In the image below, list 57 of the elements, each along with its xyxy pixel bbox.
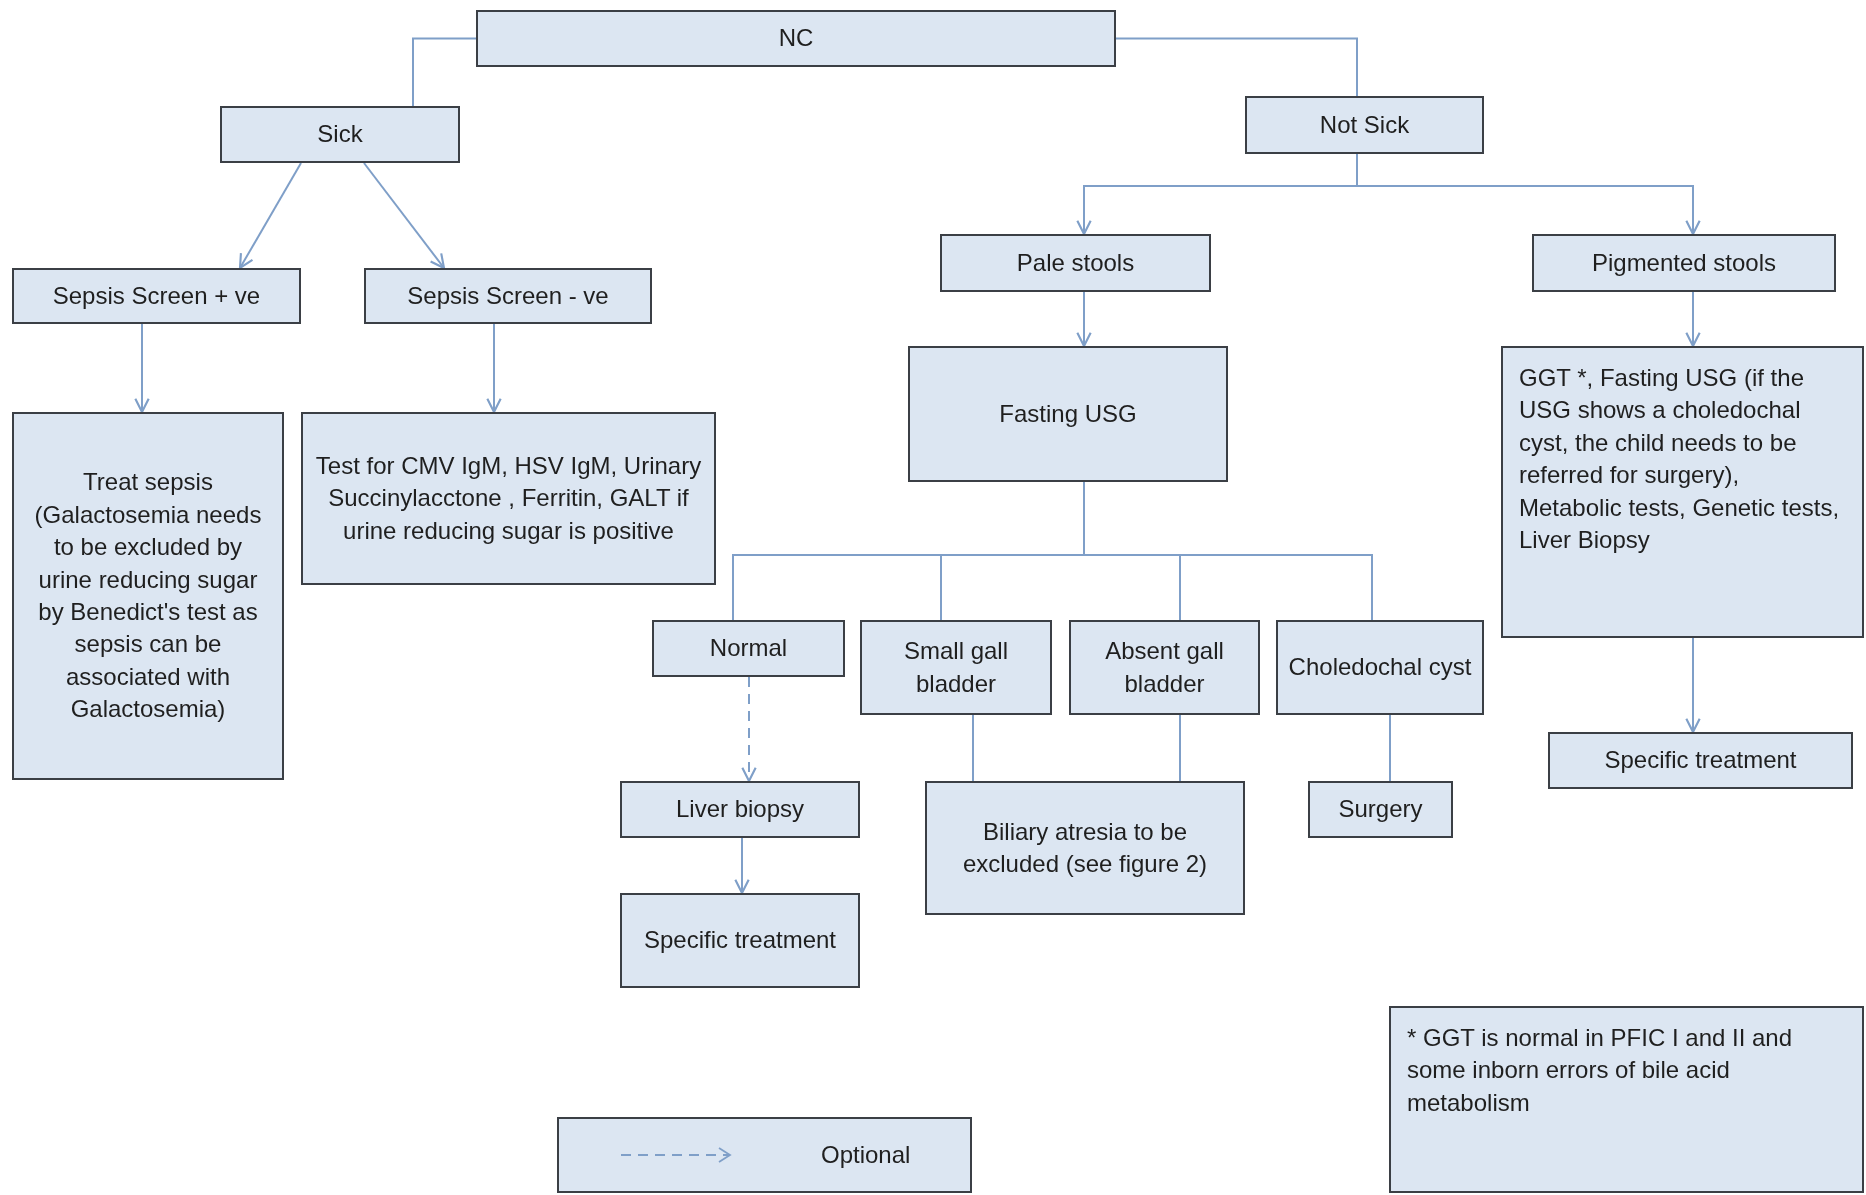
box-text: Pigmented stools xyxy=(1590,247,1778,278)
connector-line xyxy=(972,714,974,782)
box-text: Pale stools xyxy=(1015,247,1136,278)
legend-text: Optional xyxy=(821,1141,911,1169)
box-text: Treat sepsis (Galactosemia needs to be excluded by urine reducing sugar by Benedict's test as sepsis can be associated with Galactosemia) xyxy=(33,467,263,725)
dashed-arrow xyxy=(741,676,757,783)
box-text: Test for CMV IgM, HSV IgM, Urinary Succinylacctone , Ferritin, GALT if urine reducing sugar is positive xyxy=(314,450,703,546)
arrow xyxy=(486,323,502,414)
connector-line xyxy=(412,37,477,107)
box-text: Absent gall bladder xyxy=(1104,636,1225,699)
box-text: Small gall bladder xyxy=(902,636,1009,699)
process-box xyxy=(220,106,460,163)
process-box xyxy=(301,412,716,585)
arrow xyxy=(734,837,750,895)
process-box xyxy=(1069,620,1260,715)
arrow xyxy=(363,162,446,270)
box-text: Choledochal cyst xyxy=(1288,652,1472,683)
process-box xyxy=(12,412,284,780)
process-box xyxy=(860,620,1052,715)
box-text: Sepsis Screen + ve xyxy=(51,280,262,311)
process-box xyxy=(908,346,1228,482)
process-box xyxy=(925,781,1245,915)
process-box xyxy=(620,893,860,988)
process-box xyxy=(476,10,1116,67)
process-box xyxy=(1276,620,1484,715)
box-text: NC xyxy=(777,23,815,54)
box-text: Surgery xyxy=(1337,794,1424,825)
box-text: Fasting USG xyxy=(998,398,1138,429)
process-box xyxy=(940,234,1211,292)
process-box xyxy=(12,268,301,324)
box-text: Sick xyxy=(316,119,364,150)
arrow xyxy=(134,323,150,414)
box-text: Specific treatment xyxy=(642,925,838,956)
process-box xyxy=(620,781,860,838)
process-box xyxy=(1245,96,1484,154)
arrow xyxy=(1685,637,1701,734)
process-box xyxy=(1308,781,1453,838)
arrow xyxy=(1685,291,1701,348)
connector-line xyxy=(1179,714,1181,782)
note-box xyxy=(1501,346,1864,638)
process-box xyxy=(652,620,845,677)
process-box xyxy=(364,268,652,324)
box-text: GGT *, Fasting USG (if the USG shows a choledochal cyst, the child needs to be referred for surgery), Metabolic tests, Genetic tests, Liver Biopsy xyxy=(1519,363,1841,555)
box-text: Not Sick xyxy=(1318,109,1411,140)
arrow xyxy=(238,162,302,270)
process-box xyxy=(1548,732,1853,789)
connector-line xyxy=(1389,714,1391,782)
arrow xyxy=(1076,291,1092,348)
box-text: Liver biopsy xyxy=(674,794,806,825)
box-text: Biliary atresia to be excluded (see figure 2) xyxy=(961,816,1209,879)
box-text: Normal xyxy=(708,633,789,664)
box-text: * GGT is normal in PFIC I and II and some inborn errors of bile acid metabolism xyxy=(1407,1023,1794,1118)
box-text: Sepsis Screen - ve xyxy=(406,280,610,311)
box-text: Specific treatment xyxy=(1603,745,1798,776)
connector-line xyxy=(1115,37,1358,97)
note-box xyxy=(1389,1006,1864,1193)
process-box xyxy=(1532,234,1836,292)
